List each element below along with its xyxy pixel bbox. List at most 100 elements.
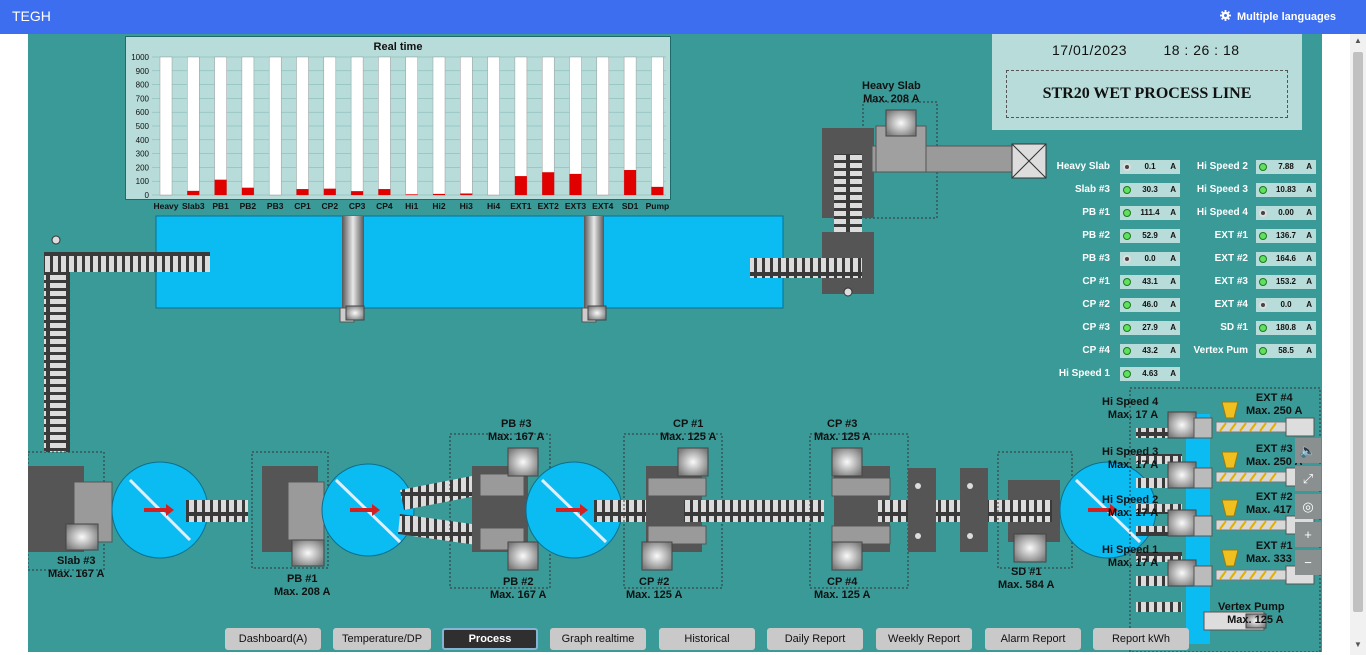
reading-value: 136.7 — [1275, 231, 1297, 240]
x-tick-label: EXT4 — [592, 201, 614, 211]
reading-unit: A — [1170, 208, 1176, 217]
readings_left-label: PB #1 — [1082, 207, 1110, 218]
chart-title: Real time — [373, 41, 423, 53]
scroll-down-icon[interactable]: ▼ — [1354, 640, 1362, 649]
bar-track — [296, 56, 309, 196]
readings_right-label: Vertex Pum — [1193, 345, 1248, 356]
reading-unit: A — [1170, 300, 1176, 309]
top-bar: TEGH Multiple languages — [0, 0, 1366, 34]
reading-unit: A — [1306, 185, 1312, 194]
x-tick-label: CP4 — [376, 201, 393, 211]
reading-value: 0.0 — [1144, 254, 1156, 263]
bar-track — [596, 56, 610, 196]
x-tick-label: CP3 — [349, 201, 366, 211]
tab-daily-report[interactable]: Daily Report — [767, 628, 863, 650]
bar-ext1 — [514, 176, 527, 195]
bar-pump — [651, 186, 664, 195]
zoom-in-icon[interactable]: + — [1295, 522, 1321, 547]
reading-unit: A — [1306, 208, 1312, 217]
page-scrollbar[interactable]: ▲ ▼ — [1350, 34, 1366, 655]
readings_left-label: CP #2 — [1082, 299, 1110, 310]
tab-report-kwh[interactable]: Report kWh — [1093, 628, 1189, 650]
tab-weekly-report[interactable]: Weekly Report — [876, 628, 972, 650]
reading-value: 180.8 — [1275, 323, 1297, 332]
scroll-up-icon[interactable]: ▲ — [1354, 36, 1362, 45]
readings_left-label: CP #1 — [1082, 276, 1110, 287]
y-tick-label: 600 — [136, 108, 150, 117]
reading-unit: A — [1306, 162, 1312, 171]
reading-value: 46.0 — [1142, 300, 1158, 309]
y-tick-label: 900 — [136, 67, 150, 76]
x-tick-label: SD1 — [622, 201, 639, 211]
time-text: 18 : 26 : 18 — [1163, 42, 1240, 58]
tab-temperature-dp[interactable]: Temperature/DP — [333, 628, 431, 650]
status-indicator-icon — [1123, 163, 1131, 171]
x-tick-label: PB3 — [267, 201, 284, 211]
status-indicator-icon — [1259, 301, 1267, 309]
reading-value: 153.2 — [1275, 277, 1297, 286]
status-indicator-icon — [1259, 209, 1267, 217]
readings_left-label: Slab #3 — [1074, 184, 1110, 195]
bar-track — [323, 56, 337, 196]
hide-icon[interactable]: ◎ — [1295, 494, 1321, 519]
bar-ext3 — [569, 173, 582, 195]
status-indicator-icon — [1259, 347, 1267, 355]
bar-cp3 — [351, 191, 364, 195]
tab-alarm-report[interactable]: Alarm Report — [985, 628, 1081, 650]
reading-unit: A — [1306, 346, 1312, 355]
bar-sd1 — [624, 170, 637, 195]
zoom-out-icon[interactable]: − — [1295, 550, 1321, 575]
reading-value: 164.6 — [1275, 254, 1297, 263]
bar-track — [268, 56, 282, 196]
x-tick-label: EXT1 — [510, 201, 532, 211]
reading-box: 111.4 A — [1120, 206, 1180, 220]
readings_right-label: EXT #1 — [1214, 230, 1248, 241]
y-tick-label: 0 — [145, 191, 150, 200]
reading-value: 58.5 — [1278, 346, 1294, 355]
bar-track — [241, 56, 255, 196]
y-tick-label: 100 — [136, 177, 150, 186]
mute-icon[interactable]: 🔈 — [1295, 438, 1321, 463]
reading-unit: A — [1170, 346, 1176, 355]
reading-value: 111.4 — [1140, 208, 1160, 217]
reading-box: 136.7 A — [1256, 229, 1316, 243]
datetime: 17/01/2023 18 : 26 : 18 — [1052, 42, 1272, 58]
reading-unit: A — [1170, 369, 1176, 378]
bar-slab3 — [187, 190, 200, 195]
tab-dashboard-a[interactable]: Dashboard(A) — [225, 628, 321, 650]
reading-unit: A — [1306, 277, 1312, 286]
reading-unit: A — [1306, 231, 1312, 240]
status-indicator-icon — [1259, 324, 1267, 332]
bar-cp4 — [378, 189, 391, 195]
x-tick-label: PB2 — [240, 201, 257, 211]
line-name: STR20 WET PROCESS LINE — [1006, 70, 1288, 118]
tab-graph-realtime[interactable]: Graph realtime — [550, 628, 646, 650]
x-tick-label: CP1 — [294, 201, 311, 211]
expand-icon[interactable]: ⤢ — [1295, 466, 1321, 491]
bar-hi3 — [460, 193, 473, 195]
bar-track — [187, 56, 200, 196]
tab-historical[interactable]: Historical — [659, 628, 755, 650]
language-selector[interactable]: Multiple languages — [1219, 10, 1336, 24]
bar-track — [378, 56, 391, 196]
tab-process[interactable]: Process — [442, 628, 538, 650]
status-indicator-icon — [1123, 278, 1131, 286]
status-indicator-icon — [1123, 347, 1131, 355]
reading-value: 27.9 — [1142, 323, 1158, 332]
status-indicator-icon — [1123, 370, 1131, 378]
scroll-thumb[interactable] — [1353, 52, 1363, 612]
x-tick-label: EXT2 — [538, 201, 560, 211]
